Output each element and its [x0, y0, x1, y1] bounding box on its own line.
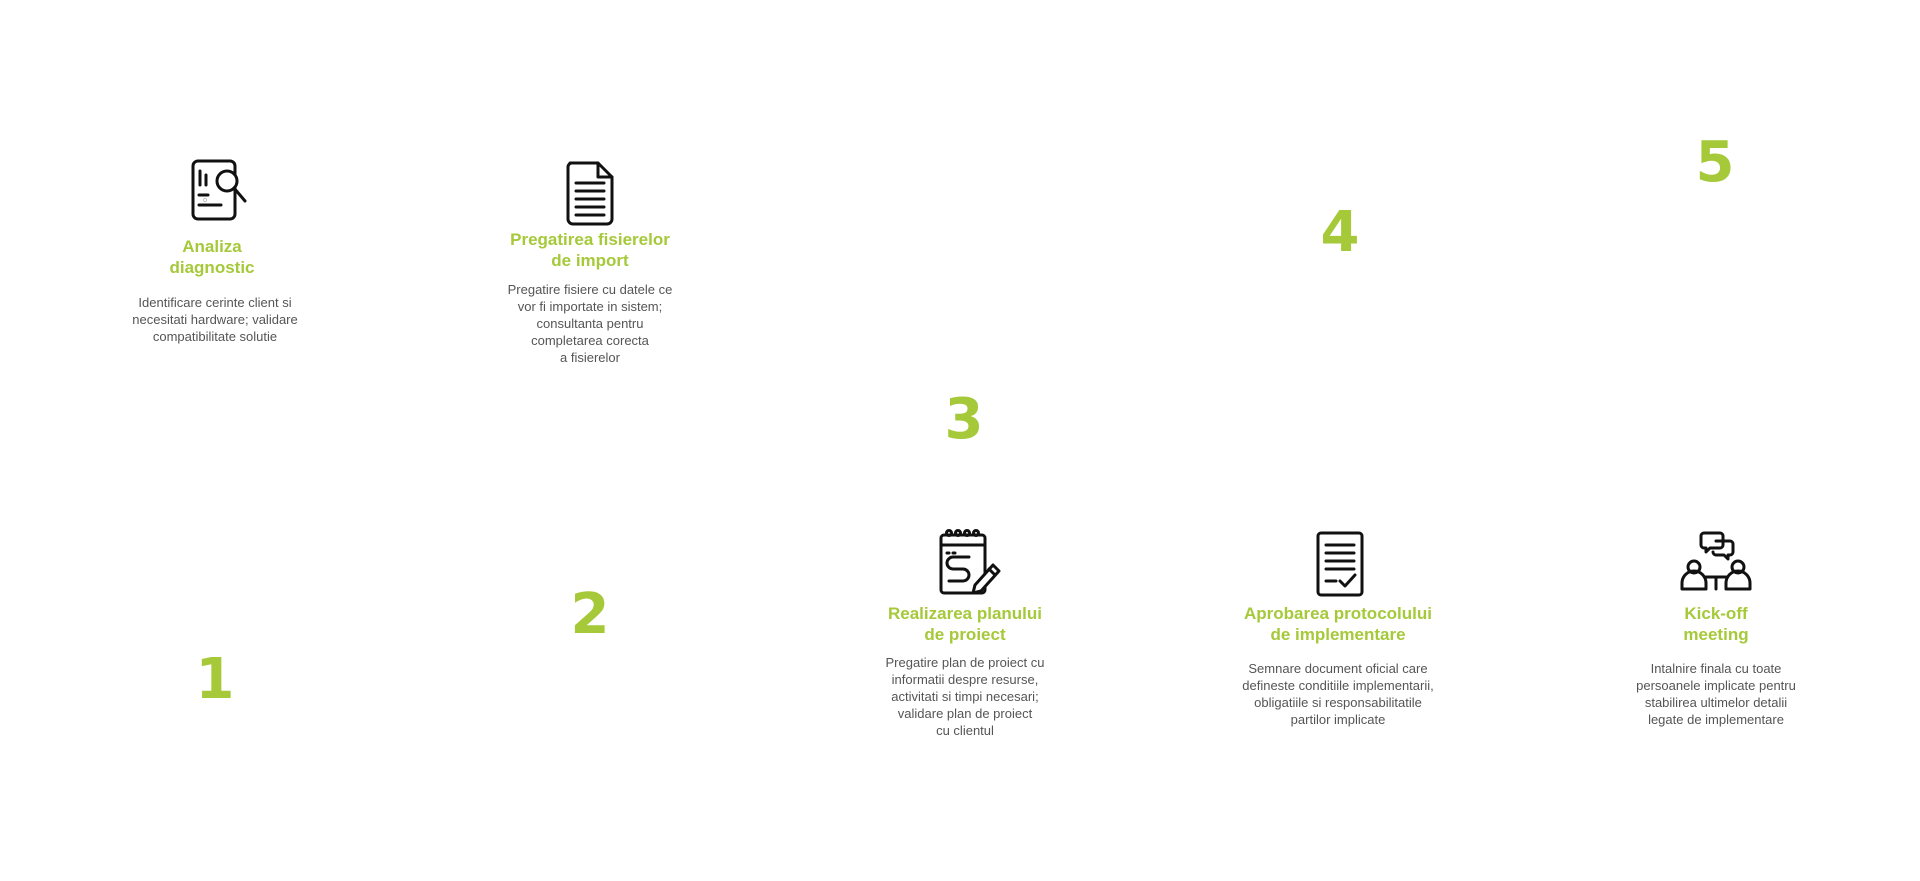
step-5-description: Intalnire finala cu toate persoanele imp…: [1636, 661, 1796, 727]
step-5-title: Kick-off meeting: [1683, 604, 1749, 644]
step-4-description: Semnare document oficial care defineste …: [1242, 661, 1434, 727]
step-3-title: Realizarea planului de proiect: [888, 604, 1042, 644]
step-1-description: Identificare cerinte client si necesitat…: [132, 295, 298, 344]
notepad-pencil-icon: [925, 525, 1005, 605]
step-4-number: 4: [1320, 200, 1360, 265]
meeting-people-icon: [1676, 525, 1756, 605]
step-1-title: Analiza diagnostic: [169, 237, 255, 277]
step-5-number: 5: [1695, 130, 1735, 195]
document-search-icon: [175, 153, 255, 233]
step-2-description: Pregatire fisiere cu datele ce vor fi im…: [507, 282, 673, 365]
step-1-number: 1: [195, 647, 235, 712]
step-3-description: Pregatire plan de proiect cu informatii …: [885, 655, 1045, 738]
step-2-number: 2: [570, 582, 610, 647]
document-lines-icon: [550, 153, 630, 233]
step-2-title: Pregatirea fisierelor de import: [510, 230, 670, 270]
step-3-number: 3: [944, 387, 984, 452]
step-4-title: Aprobarea protocolului de implementare: [1244, 604, 1432, 644]
document-check-icon: [1300, 525, 1380, 605]
